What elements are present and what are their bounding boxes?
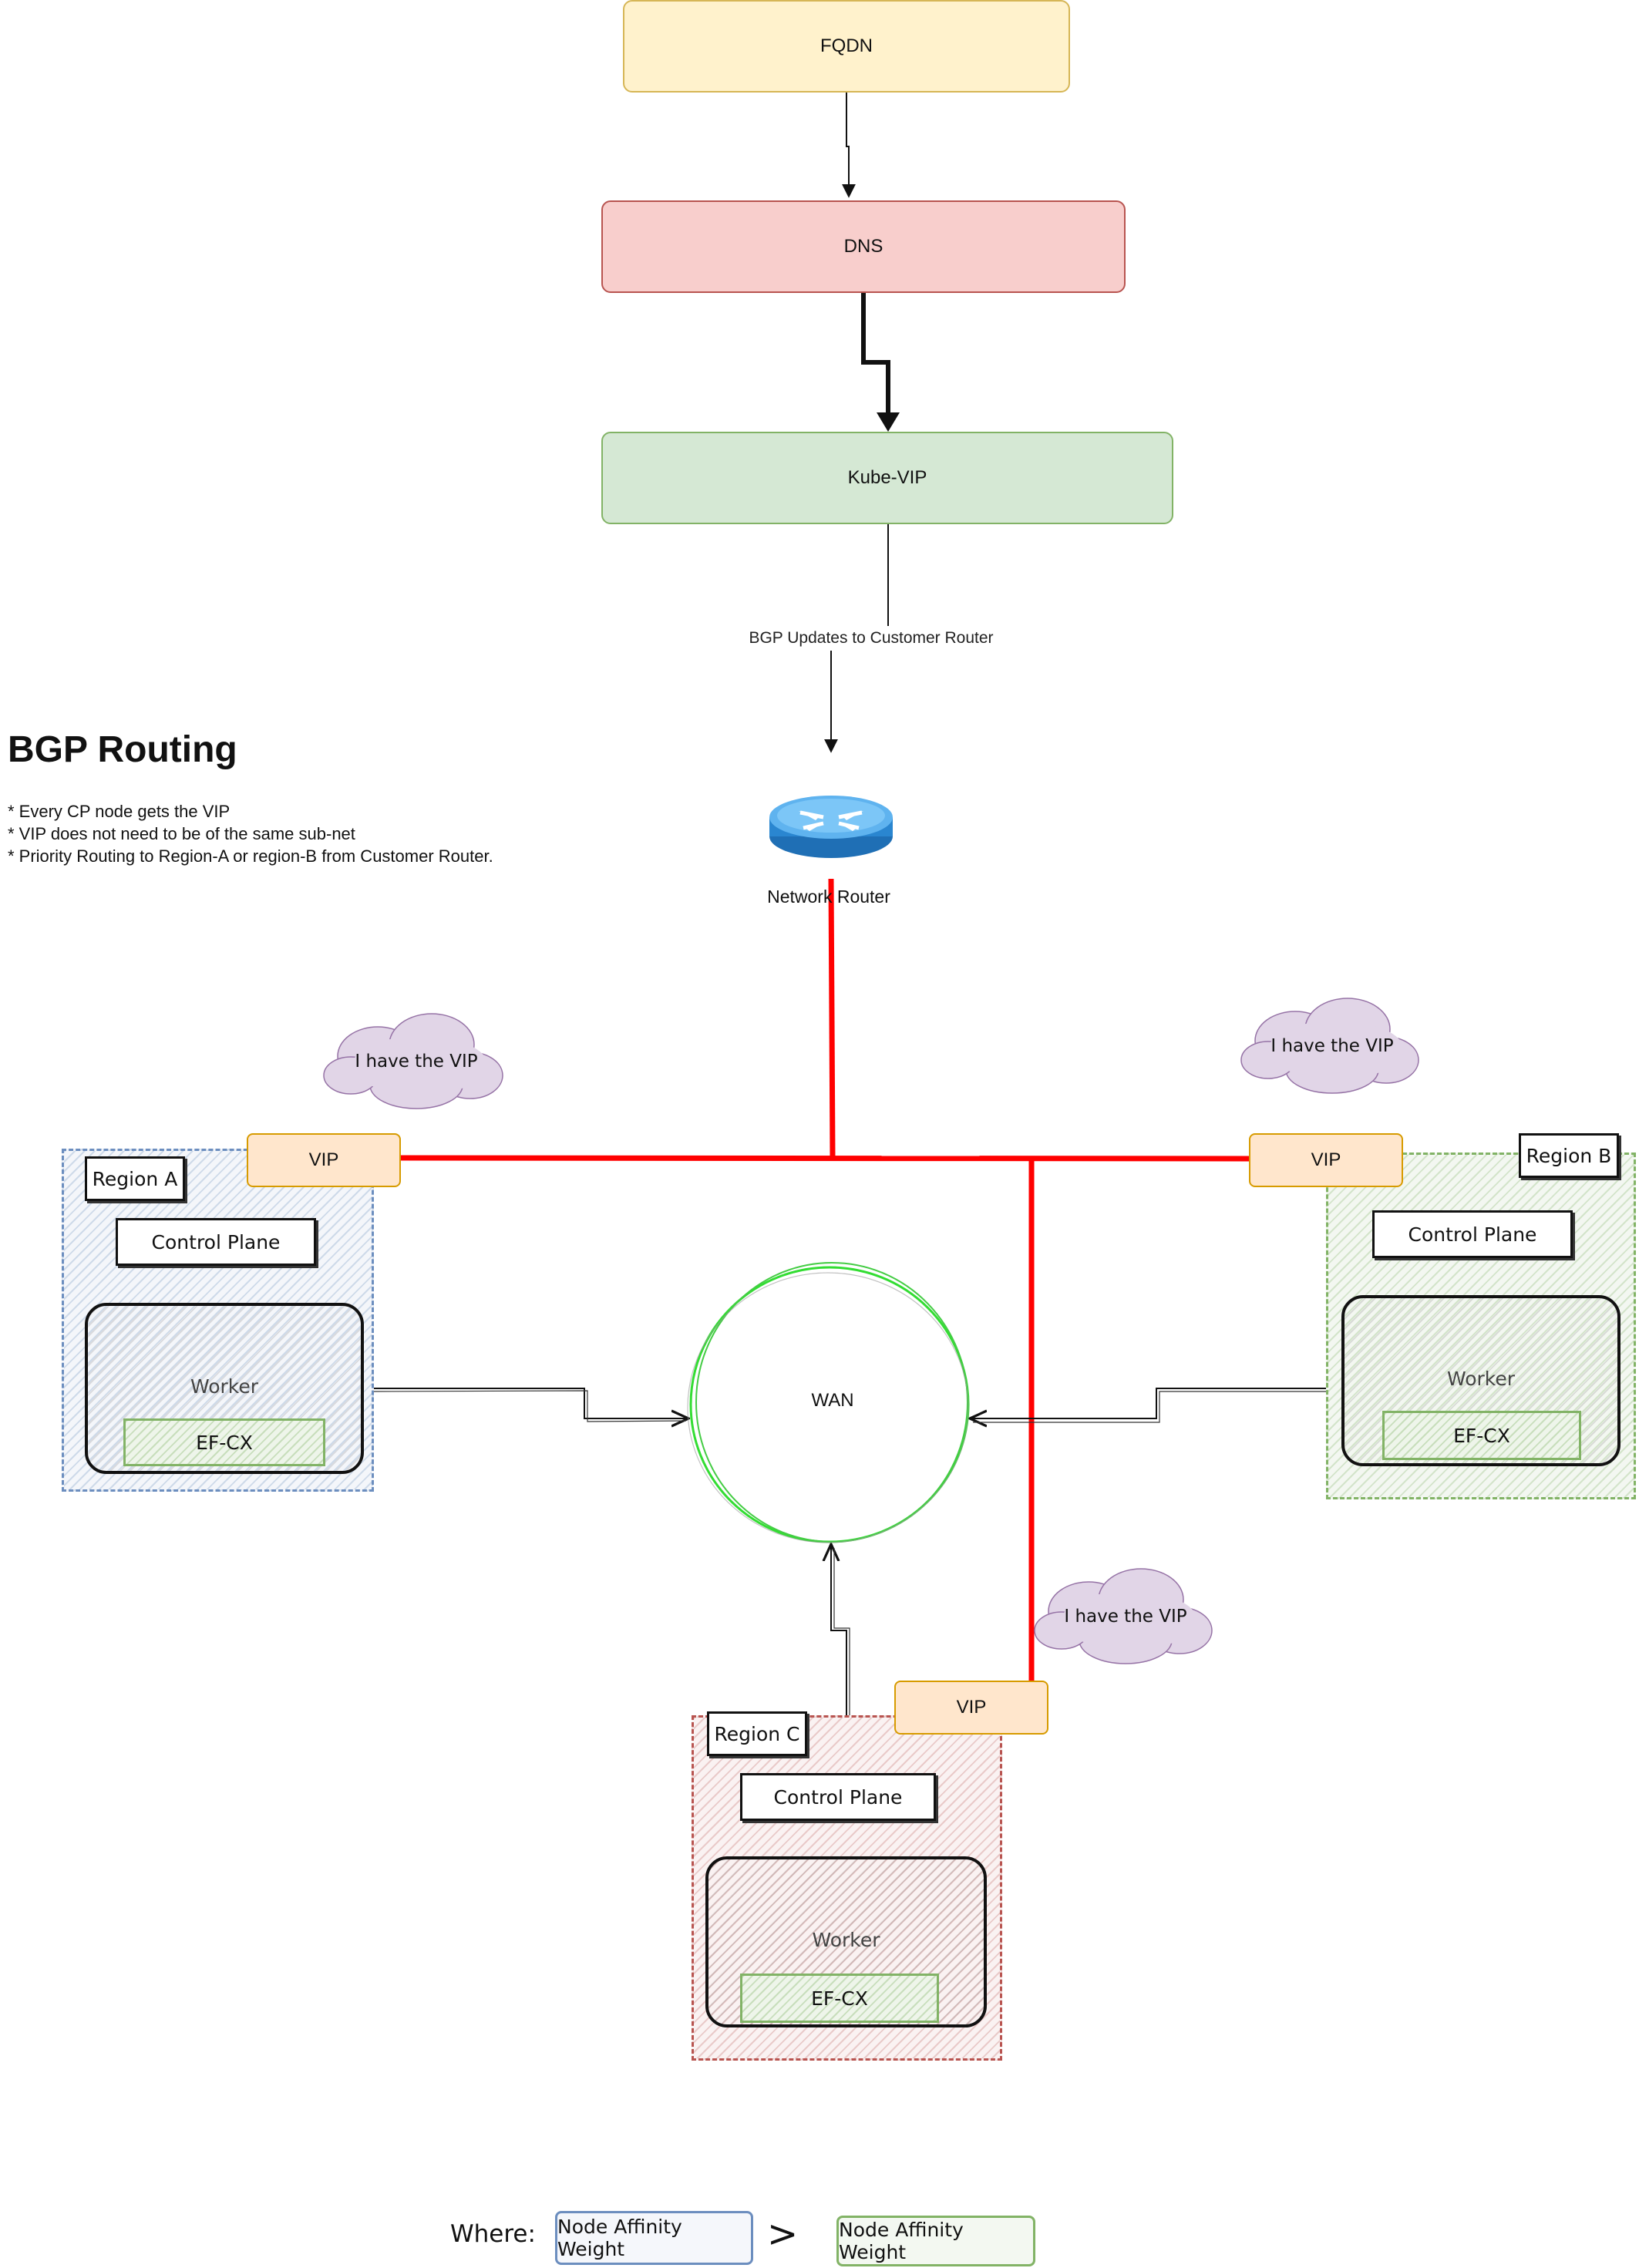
region-c-cloud-label: I have the VIP <box>1064 1607 1187 1627</box>
region-c-label: Region C <box>707 1711 807 1756</box>
region-b-worker-label: Worker <box>1446 1368 1516 1390</box>
router-label: Network Router <box>767 887 890 907</box>
region-a-vip: VIP <box>247 1133 401 1187</box>
legend-greater-than: > <box>767 2212 799 2256</box>
kube-vip-box: Kube-VIP <box>601 432 1173 524</box>
note-line-1: * Every CP node gets the VIP <box>8 802 231 821</box>
region-c-to-wan-arrow <box>831 1544 847 1715</box>
legend-green-weight: Node Affinity Weight <box>836 2216 1035 2266</box>
dns-box: DNS <box>601 200 1126 293</box>
region-c-worker-label: Worker <box>812 1929 880 1951</box>
region-a-label: Region A <box>85 1156 185 1201</box>
dns-label: DNS <box>843 236 883 257</box>
region-b-efcx: EF-CX <box>1382 1411 1581 1460</box>
dns-to-kubevip-arrow <box>861 293 890 416</box>
region-c-efcx: EF-CX <box>740 1974 939 2023</box>
vip-bus-red <box>399 1155 1251 1162</box>
page-title: BGP Routing <box>8 729 237 770</box>
fqdn-box: FQDN <box>623 0 1070 93</box>
region-a-efcx: EF-CX <box>123 1418 325 1466</box>
region-c-vip: VIP <box>894 1681 1048 1735</box>
region-b-vip: VIP <box>1249 1133 1403 1187</box>
region-b-label: Region B <box>1519 1133 1619 1178</box>
note-line-3: * Priority Routing to Region-A or region… <box>8 846 493 866</box>
region-c-cloud <box>1034 1568 1213 1664</box>
note-line-2: * VIP does not need to be of the same su… <box>8 824 355 843</box>
region-b-cloud <box>1240 998 1419 1094</box>
region-a-cloud-label: I have the VIP <box>355 1052 478 1072</box>
legend-where-label: Where: <box>450 2220 536 2248</box>
kube-vip-label: Kube-VIP <box>847 467 927 488</box>
region-b-cloud-label: I have the VIP <box>1270 1036 1394 1056</box>
region-a-worker-label: Worker <box>190 1375 259 1398</box>
region-a-control-plane: Control Plane <box>116 1218 316 1266</box>
region-b-control-plane: Control Plane <box>1372 1210 1573 1258</box>
wan-label: WAN <box>811 1390 854 1411</box>
region-a-cloud <box>323 1013 503 1109</box>
router-uplink-red <box>828 878 836 1159</box>
fqdn-label: FQDN <box>820 35 873 56</box>
region-c-control-plane: Control Plane <box>740 1773 936 1821</box>
dns-to-kubevip-arrowhead <box>877 412 900 432</box>
fqdn-to-dns-arrow <box>842 93 856 198</box>
bgp-updates-label: BGP Updates to Customer Router <box>740 626 1002 651</box>
legend-blue-weight: Node Affinity Weight <box>555 2211 753 2265</box>
region-a-to-wan-arrow <box>374 1388 688 1418</box>
region-b-to-wan-arrow <box>970 1388 1326 1418</box>
router-icon <box>769 796 893 858</box>
